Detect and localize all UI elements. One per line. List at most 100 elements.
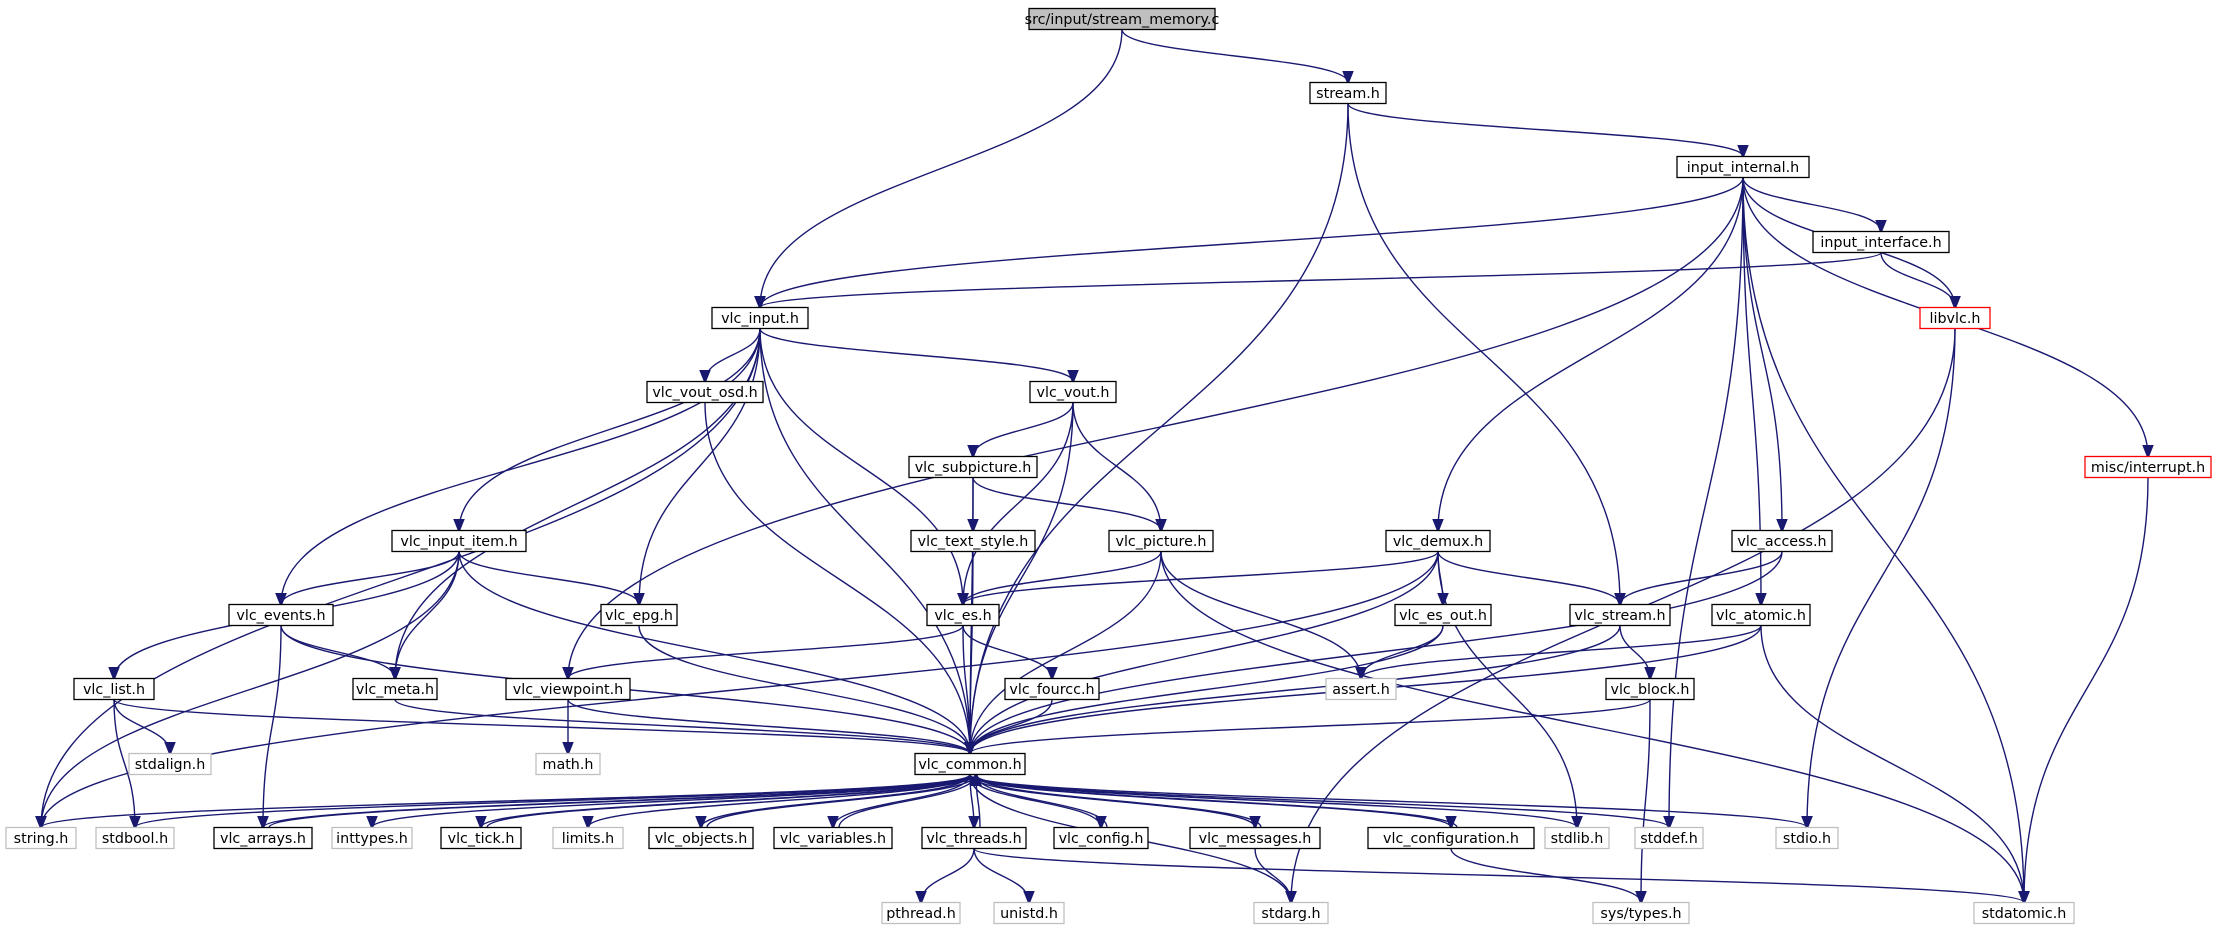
node-label: vlc_atomic.h: [1716, 608, 1806, 624]
node-vlc-threads-h[interactable]: vlc_threads.h: [921, 826, 1027, 850]
node-box: [535, 752, 601, 776]
node-vlc-demux-h[interactable]: vlc_demux.h: [1385, 529, 1491, 553]
node-vlc-access-h[interactable]: vlc_access.h: [1731, 529, 1833, 553]
edge-vlc-list-h-to-stdbool-h: [113, 699, 135, 828]
node-label: pthread.h: [886, 906, 956, 922]
edge-vlc-vout-h-to-vlc-subpicture-h: [973, 402, 1074, 457]
node-stdlib-h[interactable]: stdlib.h: [1544, 826, 1610, 850]
edge-vlc-stream-h-to-vlc-common-h: [970, 625, 1621, 754]
node-box: [711, 306, 809, 330]
node-box: [1592, 901, 1690, 925]
edge-vlc-stream-h-to-vlc-block-h: [1619, 625, 1650, 679]
node-vlc-input-item-h[interactable]: vlc_input_item.h: [391, 529, 527, 553]
node-unistd-h[interactable]: unistd.h: [993, 901, 1065, 925]
node-box: [228, 603, 334, 627]
node-vlc-epg-h[interactable]: vlc_epg.h: [600, 603, 678, 627]
node-label: src/input/stream_memory.c: [1025, 12, 1220, 28]
node-vlc-atomic-h[interactable]: vlc_atomic.h: [1711, 603, 1811, 627]
node-vlc-objects-h[interactable]: vlc_objects.h: [648, 826, 754, 850]
node-root[interactable]: src/input/stream_memory.c: [1025, 7, 1220, 31]
edge-vlc-threads-h-to-pthread-h: [921, 848, 975, 903]
node-box: [1812, 230, 1950, 254]
node-box: [993, 901, 1065, 925]
node-box: [391, 529, 527, 553]
edge-vlc-demux-h-to-vlc-common-h: [970, 551, 1439, 754]
node-label: vlc_es.h: [934, 608, 991, 624]
node-libvlc-h[interactable]: libvlc.h: [1919, 306, 1991, 330]
node-vlc-subpicture-h[interactable]: vlc_subpicture.h: [908, 455, 1038, 479]
node-vlc-stream-h[interactable]: vlc_stream.h: [1569, 603, 1671, 627]
node-box: [1711, 603, 1811, 627]
node-vlc-viewpoint-h[interactable]: vlc_viewpoint.h: [505, 677, 631, 701]
edge-vlc-meta-h-to-vlc-common-h: [394, 698, 970, 754]
node-stdbool-h[interactable]: stdbool.h: [95, 826, 175, 850]
node-vlc-vout-osd-h[interactable]: vlc_vout_osd.h: [646, 380, 764, 404]
edge-input-internal-h-to-stddef-h: [1669, 177, 1744, 828]
node-vlc-common-h[interactable]: vlc_common.h: [914, 752, 1026, 776]
node-stddef-h[interactable]: stddef.h: [1634, 826, 1704, 850]
node-vlc-fourcc-h[interactable]: vlc_fourcc.h: [1004, 677, 1100, 701]
edge-vlc-input-h-to-vlc-vout-h: [759, 328, 1073, 382]
node-pthread-h[interactable]: pthread.h: [881, 901, 961, 925]
node-misc-interrupt-h[interactable]: misc/interrupt.h: [2084, 455, 2212, 479]
edge-input-interface-h-to-vlc-input-h: [760, 251, 1882, 308]
node-label: stream.h: [1316, 86, 1380, 102]
node-sys-types-h[interactable]: sys/types.h: [1592, 901, 1690, 925]
node-vlc-messages-h[interactable]: vlc_messages.h: [1189, 826, 1321, 850]
node-stdalign-h[interactable]: stdalign.h: [128, 752, 212, 776]
node-box: [1775, 826, 1839, 850]
node-vlc-input-h[interactable]: vlc_input.h: [711, 306, 809, 330]
edge-vlc-messages-h-to-vlc-common-h: [976, 775, 1262, 828]
node-label: vlc_configuration.h: [1383, 831, 1519, 847]
edge-vlc-epg-h-to-vlc-common-h: [638, 625, 970, 754]
node-string-h[interactable]: string.h: [5, 826, 77, 850]
edge-vlc-tick-h-to-vlc-common-h: [486, 775, 976, 829]
node-vlc-text-style-h[interactable]: vlc_text_style.h: [910, 529, 1036, 553]
edge-vlc-access-h-to-vlc-stream-h: [1620, 551, 1783, 605]
node-vlc-block-h[interactable]: vlc_block.h: [1605, 677, 1695, 701]
edge-vlc-threads-h-to-stdatomic-h: [973, 847, 2024, 903]
node-stream-h[interactable]: stream.h: [1309, 81, 1387, 105]
node-vlc-meta-h[interactable]: vlc_meta.h: [352, 677, 438, 701]
node-vlc-arrays-h[interactable]: vlc_arrays.h: [213, 826, 313, 850]
node-input-internal-h[interactable]: input_internal.h: [1676, 155, 1810, 179]
node-label: inttypes.h: [336, 831, 408, 847]
node-vlc-list-h[interactable]: vlc_list.h: [73, 677, 155, 701]
node-limits-h[interactable]: limits.h: [552, 826, 624, 850]
node-vlc-variables-h[interactable]: vlc_variables.h: [773, 826, 893, 850]
node-stdatomic-h[interactable]: stdatomic.h: [1973, 901, 2075, 925]
node-box: [331, 826, 413, 850]
node-inttypes-h[interactable]: inttypes.h: [331, 826, 413, 850]
node-box: [1605, 677, 1695, 701]
node-input-interface-h[interactable]: input_interface.h: [1812, 230, 1950, 254]
node-vlc-config-h[interactable]: vlc_config.h: [1053, 826, 1149, 850]
node-box: [440, 826, 522, 850]
node-box: [1394, 603, 1492, 627]
node-vlc-events-h[interactable]: vlc_events.h: [228, 603, 334, 627]
node-label: limits.h: [562, 831, 615, 847]
node-label: assert.h: [1332, 682, 1390, 698]
edge-vlc-input-item-h-to-vlc-epg-h: [458, 551, 639, 605]
node-label: libvlc.h: [1930, 311, 1981, 327]
edge-vlc-vout-osd-h-to-vlc-common-h: [704, 402, 970, 754]
edge-vlc-block-h-to-sys-types-h: [1641, 699, 1651, 903]
node-vlc-tick-h[interactable]: vlc_tick.h: [440, 826, 522, 850]
node-math-h[interactable]: math.h: [535, 752, 601, 776]
node-label: vlc_subpicture.h: [915, 460, 1032, 476]
node-box: [921, 826, 1027, 850]
node-vlc-es-h[interactable]: vlc_es.h: [926, 603, 1000, 627]
edge-input-internal-h-to-vlc-demux-h: [1438, 177, 1744, 531]
node-box: [1253, 901, 1329, 925]
node-stdio-h[interactable]: stdio.h: [1775, 826, 1839, 850]
node-vlc-vout-h[interactable]: vlc_vout.h: [1029, 380, 1117, 404]
edge-vlc-es-h-to-vlc-fourcc-h: [962, 625, 1052, 679]
node-vlc-picture-h[interactable]: vlc_picture.h: [1108, 529, 1214, 553]
node-box: [773, 826, 893, 850]
edge-misc-interrupt-h-to-stdatomic-h: [2024, 477, 2149, 903]
node-stdarg-h[interactable]: stdarg.h: [1253, 901, 1329, 925]
node-vlc-configuration-h[interactable]: vlc_configuration.h: [1367, 826, 1535, 850]
node-vlc-es-out-h[interactable]: vlc_es_out.h: [1394, 603, 1492, 627]
node-assert-h[interactable]: assert.h: [1325, 677, 1397, 701]
node-label: stdlib.h: [1551, 831, 1604, 847]
